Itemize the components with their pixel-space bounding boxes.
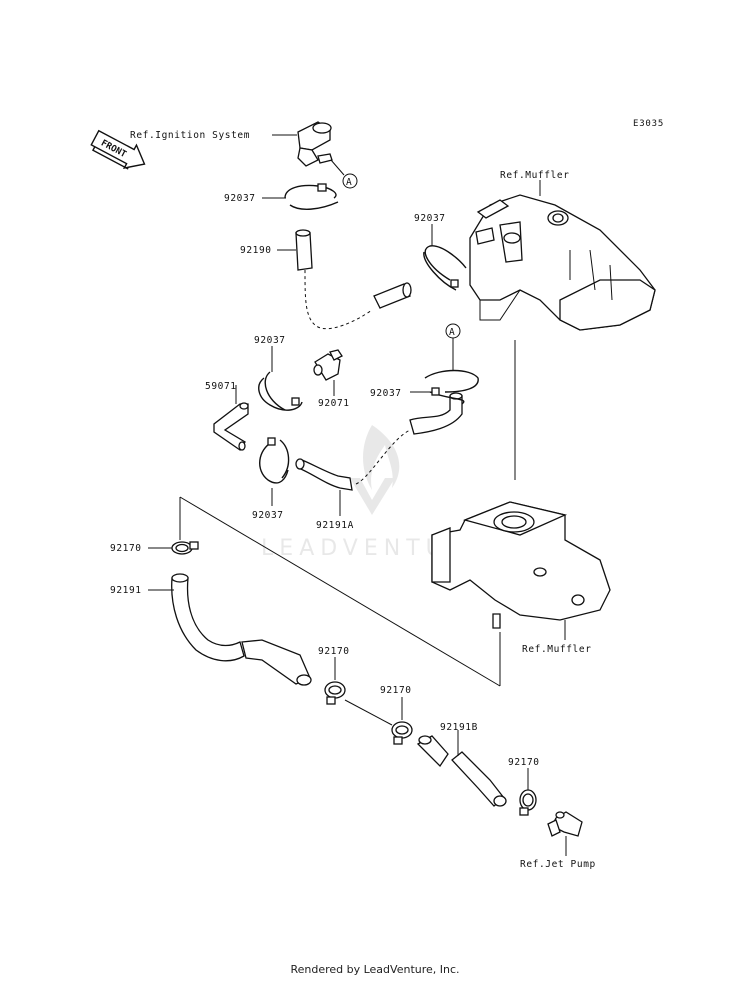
muffler-bottom: [431, 501, 611, 629]
ref-muffler-top-label: Ref.Muffler: [500, 170, 570, 181]
label-92191: 92191: [110, 585, 142, 596]
ref-muffler-bottom-label: Ref.Muffler: [522, 644, 592, 655]
footer-credit: Rendered by LeadVenture, Inc.: [290, 963, 460, 976]
callout-a-mid-text: A: [449, 327, 455, 338]
clamp-92037-right: [423, 245, 467, 291]
label-92170-b: 92170: [318, 646, 350, 657]
label-92190: 92190: [240, 245, 272, 256]
fitting-92071: [313, 349, 343, 381]
jet-pump-fitting: [547, 811, 583, 837]
elbow-pipe-59071: [213, 402, 249, 451]
hose-92191: [171, 573, 312, 686]
label-92037-e: 92037: [252, 510, 284, 521]
diagram-code: E3035: [633, 119, 664, 129]
hose-92191a: [295, 392, 463, 491]
clamp-92170-c: [391, 721, 413, 745]
clamp-92037-mid: [258, 371, 303, 411]
label-92037-b: 92037: [414, 213, 446, 224]
ref-jet-pump-label: Ref.Jet Pump: [520, 859, 596, 870]
clamp-92170-left: [171, 541, 199, 555]
label-92037-d: 92037: [370, 388, 402, 399]
label-92170-c: 92170: [380, 685, 412, 696]
label-92170-a: 92170: [110, 543, 142, 554]
hose-92191b: [416, 735, 507, 807]
callout-a-top-text: A: [346, 177, 352, 188]
label-92191b: 92191B: [440, 722, 478, 733]
callout-a-top: [342, 173, 358, 189]
label-92037-c: 92037: [254, 335, 286, 346]
clamp-92170-d: [519, 789, 537, 816]
ref-ignition-label: Ref.Ignition System: [130, 130, 250, 141]
label-92037-a: 92037: [224, 193, 256, 204]
label-92191a: 92191A: [316, 520, 354, 531]
ignition-fitting: [297, 121, 333, 167]
hose-92190: [295, 229, 412, 330]
muffler-top: [469, 194, 656, 331]
clamp-92037-low: [259, 437, 290, 484]
label-92170-d: 92170: [508, 757, 540, 768]
clamp-92037-a: [424, 369, 479, 405]
label-92071: 92071: [318, 398, 350, 409]
label-59071: 59071: [205, 381, 237, 392]
clamp-92170-b: [324, 681, 346, 705]
clamp-92037-top: [284, 183, 339, 210]
